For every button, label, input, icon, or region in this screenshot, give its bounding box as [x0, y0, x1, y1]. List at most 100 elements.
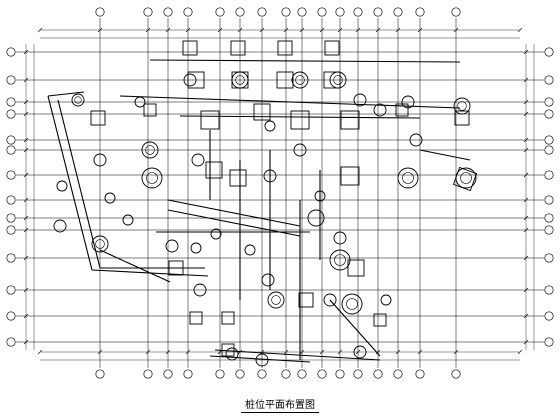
pile-cap-square	[205, 161, 223, 179]
pile-circle-inner	[457, 101, 467, 111]
pile-circle-inner	[334, 254, 346, 266]
pile-circle-inner	[295, 75, 305, 85]
pile-circle	[122, 214, 134, 226]
dimension-tick	[299, 27, 305, 33]
axis-grid	[6, 7, 554, 379]
pile-cap-square	[298, 292, 314, 308]
pile-circle	[231, 71, 249, 89]
dimension-tick	[299, 349, 305, 355]
dimension-tick	[259, 27, 265, 33]
axis-bubble	[6, 170, 16, 180]
axis-bubble	[415, 7, 425, 17]
pile-cap-square	[187, 71, 205, 89]
pile-circle	[267, 291, 285, 309]
dimension-tick	[37, 349, 43, 355]
dimension-tick	[259, 349, 265, 355]
dimension-tick	[23, 49, 29, 55]
axis-bubble	[451, 369, 461, 379]
pile-circle	[104, 192, 116, 204]
dimension-tick	[185, 349, 191, 355]
dimension-tick	[23, 197, 29, 203]
dimension-tick	[523, 99, 529, 105]
dimension-tick	[319, 27, 325, 33]
pile-circle	[53, 219, 67, 233]
axis-bubble	[544, 145, 554, 155]
dimension-tick	[23, 137, 29, 143]
pile-circle	[453, 97, 471, 115]
pile-cap-square	[277, 40, 293, 56]
pile-cap-square	[229, 169, 247, 187]
dimension-lines	[23, 27, 535, 361]
dimension-tick	[523, 255, 529, 261]
pile-cap-square	[221, 311, 235, 325]
pile-circle	[329, 249, 351, 271]
pile-circle	[314, 190, 326, 202]
axis-bubble	[544, 337, 554, 347]
pile-cap-square	[221, 343, 235, 357]
axis-bubble	[544, 170, 554, 180]
pile-circle	[183, 73, 197, 87]
pile-circle	[210, 228, 222, 240]
axis-bubble	[335, 369, 345, 379]
pile-circle	[141, 141, 159, 159]
pile-circle	[134, 96, 146, 108]
pile-circle-inner	[402, 172, 414, 184]
pile-circle-inner	[235, 75, 245, 85]
dimension-tick	[97, 27, 103, 33]
axis-bubble	[6, 97, 16, 107]
axis-bubble	[451, 7, 461, 17]
drawing-caption: 桩位平面布置图	[0, 396, 560, 413]
pile-circle	[191, 153, 205, 167]
axis-bubble	[544, 195, 554, 205]
pile-circle	[193, 283, 207, 297]
pile-circle	[401, 95, 415, 109]
pile-circle-inner	[95, 239, 105, 249]
pile-circle	[307, 209, 325, 227]
pile-cap-square	[143, 103, 157, 117]
axis-bubble	[544, 285, 554, 295]
axis-bubble	[215, 369, 225, 379]
pile-circle	[353, 345, 367, 359]
pile-circle	[293, 143, 307, 157]
axis-bubble	[393, 369, 403, 379]
dimension-tick	[23, 147, 29, 153]
dimension-tick	[523, 287, 529, 293]
axis-bubble	[257, 7, 267, 17]
pile-circle-inner	[146, 172, 158, 184]
pile-cap-square	[323, 71, 341, 89]
axis-bubble	[6, 253, 16, 263]
wall-line	[99, 249, 171, 283]
dimension-tick	[283, 27, 289, 33]
axis-bubble	[95, 7, 105, 17]
dimension-tick	[23, 313, 29, 319]
axis-bubble	[6, 109, 16, 119]
drawing-title: 桩位平面布置图	[241, 400, 319, 413]
dimension-tick	[453, 27, 459, 33]
axis-bubble	[163, 7, 173, 17]
dimension-tick	[319, 349, 325, 355]
pile-cap-square	[324, 40, 340, 56]
axis-bubble	[6, 47, 16, 57]
dimension-tick	[217, 27, 223, 33]
pile-circle	[225, 347, 239, 361]
axis-bubble	[143, 7, 153, 17]
pile-cap-square	[340, 166, 360, 186]
dimension-tick	[37, 27, 43, 33]
pile-cap-rotated	[452, 166, 478, 192]
axis-bubble	[544, 97, 554, 107]
pile-cap-square	[290, 110, 310, 130]
pile-circle	[323, 293, 337, 307]
pile-circle	[333, 231, 347, 245]
dimension-tick	[517, 349, 523, 355]
dimension-tick	[523, 147, 529, 153]
axis-bubble	[544, 213, 554, 223]
pile-circle	[141, 167, 163, 189]
dimension-tick	[375, 349, 381, 355]
pile-circle	[71, 93, 85, 107]
wall-line	[149, 59, 461, 63]
dimension-tick	[453, 349, 459, 355]
axis-bubble	[353, 369, 363, 379]
axis-bubble	[335, 7, 345, 17]
axis-bubble	[281, 7, 291, 17]
dimension-tick	[23, 77, 29, 83]
